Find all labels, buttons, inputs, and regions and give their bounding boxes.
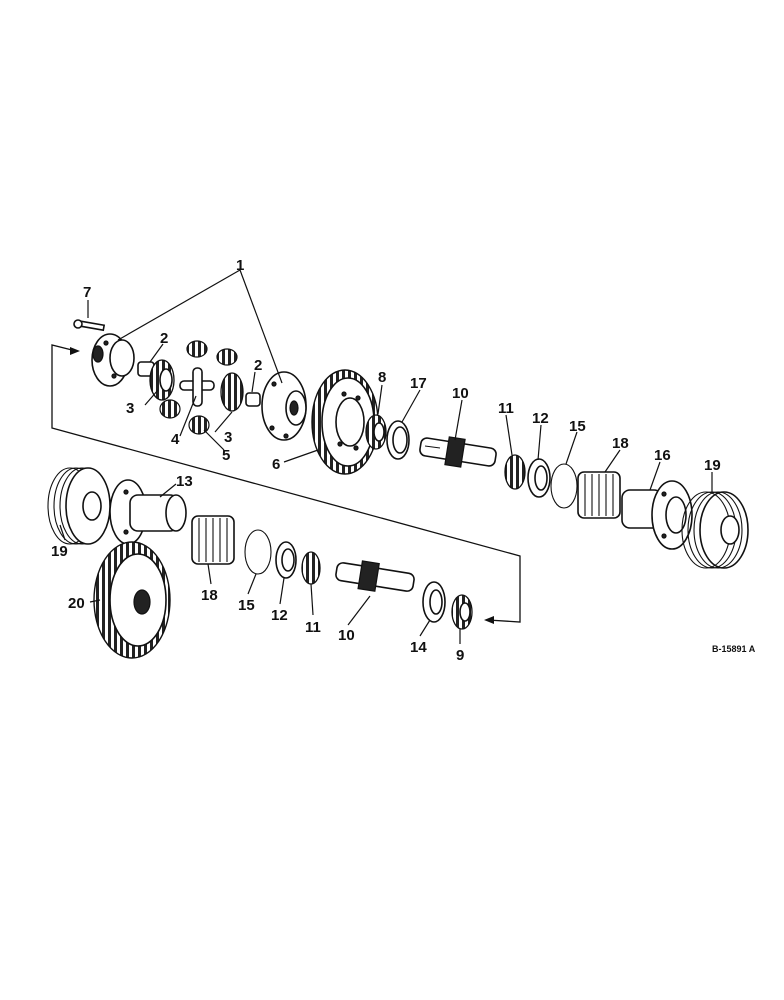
part-gear-20 xyxy=(93,541,171,659)
callout-1: 1 xyxy=(236,257,244,274)
leader-lines xyxy=(59,269,713,644)
callout-11-lower: 11 xyxy=(305,619,321,636)
callout-19-left: 19 xyxy=(51,543,68,560)
part-housing-16 xyxy=(621,480,693,550)
callout-17: 17 xyxy=(410,375,427,392)
part-ring-15-upper xyxy=(550,463,578,509)
part-bearing-11-upper xyxy=(504,454,526,490)
callout-10-lower: 10 xyxy=(338,627,355,644)
part-bolt-7 xyxy=(73,319,106,332)
callout-11-upper: 11 xyxy=(498,400,514,417)
part-side-gear-3-left xyxy=(149,359,175,401)
drawing-reference: B-15891 A xyxy=(712,644,756,654)
part-case-half-right xyxy=(261,371,307,441)
callout-14: 14 xyxy=(410,639,427,656)
callout-2-right: 2 xyxy=(254,357,262,374)
callout-9: 9 xyxy=(456,647,464,664)
callout-3-left: 3 xyxy=(126,400,134,417)
part-ring-gear-6 xyxy=(311,369,379,475)
part-housing-13 xyxy=(109,479,187,545)
callout-12-upper: 12 xyxy=(532,410,549,427)
part-plate-pack-19-right xyxy=(681,491,749,569)
part-bearing-cup-17 xyxy=(386,420,410,460)
part-bearing-11-lower xyxy=(301,551,321,585)
callout-18-lower: 18 xyxy=(201,587,218,604)
part-bearing-cone-8 xyxy=(365,414,387,450)
callout-7: 7 xyxy=(83,284,91,301)
part-washer-2-right xyxy=(245,392,261,407)
callout-10-upper: 10 xyxy=(452,385,469,402)
callout-5: 5 xyxy=(222,447,230,464)
callout-15-lower: 15 xyxy=(238,597,255,614)
callout-18-upper: 18 xyxy=(612,435,629,452)
callout-labels: 1 7 2 2 3 3 4 5 6 8 17 10 11 12 15 18 16… xyxy=(51,257,756,664)
callout-16: 16 xyxy=(654,447,671,464)
callout-15-upper: 15 xyxy=(569,418,586,435)
part-shaft-10-lower xyxy=(335,560,415,592)
explosion-frame xyxy=(51,344,521,624)
part-clutch-pack-18-lower xyxy=(191,515,235,565)
part-cup-12-lower xyxy=(275,541,297,579)
part-plate-pack-19-left xyxy=(47,467,111,545)
callout-6: 6 xyxy=(272,456,280,473)
part-cup-14 xyxy=(422,581,446,623)
callout-13: 13 xyxy=(176,473,193,490)
part-shaft-10-upper xyxy=(419,436,497,468)
part-clutch-pack-18-upper xyxy=(577,471,621,519)
callout-4: 4 xyxy=(171,431,180,448)
part-cup-12-upper xyxy=(527,458,551,498)
part-bearing-9 xyxy=(451,594,473,630)
callout-2-left: 2 xyxy=(160,330,168,347)
part-spider-4 xyxy=(179,367,215,407)
callout-19-right: 19 xyxy=(704,457,721,474)
part-side-gear-3-right xyxy=(220,372,244,412)
callout-8: 8 xyxy=(378,369,386,386)
part-case-half-left xyxy=(91,333,135,387)
callout-20: 20 xyxy=(68,595,85,612)
callout-3-right: 3 xyxy=(224,429,232,446)
callout-12-lower: 12 xyxy=(271,607,288,624)
part-pinion-gears xyxy=(159,340,238,435)
part-ring-15-lower xyxy=(244,529,272,575)
